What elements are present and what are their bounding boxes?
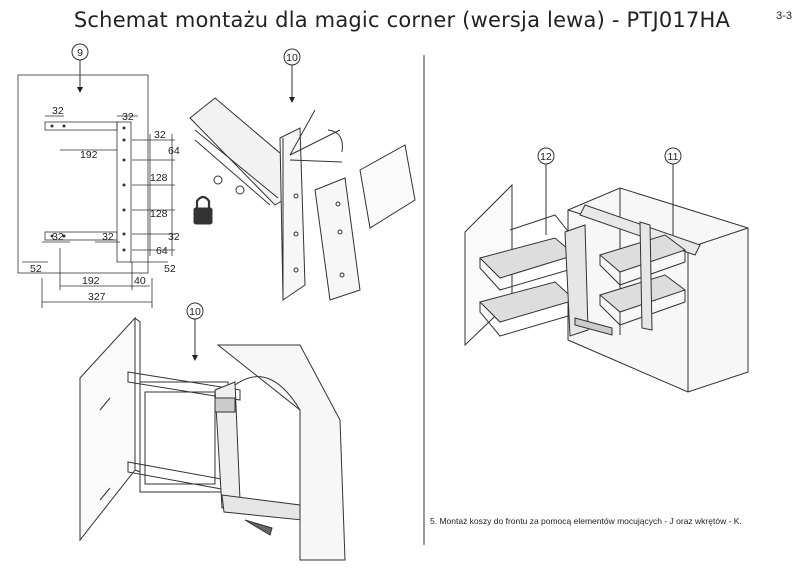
dim-52-right: 52 (164, 263, 176, 275)
callout-10b: 10 (189, 306, 201, 318)
dim-192-top: 192 (80, 149, 98, 161)
dim-32-right-b: 32 (168, 231, 180, 243)
front-installation-view (79, 316, 346, 561)
panel-dimension-labels: 32 32 32 64 192 128 128 32 32 32 64 52 5… (30, 105, 180, 303)
dim-192-bottom: 192 (82, 275, 100, 287)
dim-32-right-a: 32 (154, 129, 166, 141)
assembled-corner-unit (464, 183, 749, 393)
dim-32-top-right: 32 (122, 111, 134, 123)
page-title: Schemat montażu dla magic corner (wersja… (73, 8, 731, 32)
dim-64-right-b: 64 (156, 245, 168, 257)
dim-64-right-a: 64 (168, 145, 180, 157)
panel-dimension-drawing (17, 74, 175, 308)
dim-40: 40 (134, 275, 146, 287)
instruction-caption: 5. Montaż koszy do frontu za pomocą elem… (430, 516, 742, 526)
top-rail (44, 121, 118, 131)
dim-32-bottom-mid: 32 (102, 231, 114, 243)
bracket-detail (189, 97, 416, 301)
dim-128-b: 128 (150, 208, 168, 220)
callout-12: 12 (540, 151, 552, 163)
panel-outline (17, 74, 149, 274)
dim-327: 327 (88, 291, 106, 303)
callout-11: 11 (668, 151, 679, 163)
vertical-rail (116, 121, 132, 263)
page-number: 3-3 (776, 10, 792, 22)
dim-32-bottom-left: 32 (52, 231, 64, 243)
dim-52-left: 52 (30, 263, 42, 275)
dim-128-a: 128 (150, 172, 168, 184)
callout-10a: 10 (286, 52, 298, 64)
callout-9: 9 (77, 47, 83, 59)
dim-32-top-left: 32 (52, 105, 64, 117)
